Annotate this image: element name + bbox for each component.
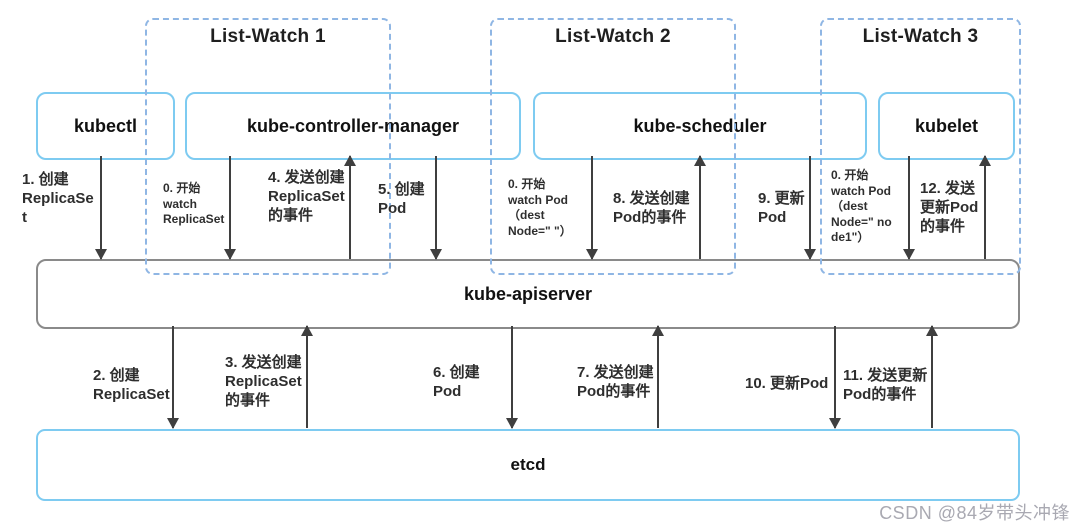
arrow-step6-create-pod [511,326,513,428]
arrow-step5-create-pod [435,156,437,259]
label-step0-watch-pod-kubelet: 0. 开始 watch Pod （dest Node=" no de1"） [831,168,892,244]
etcd-label: etcd [510,455,546,474]
arrow-step0-watch-pod-scheduler [591,156,593,259]
arrow-step3-send-replicaset-event [306,326,308,428]
arrow-step7-send-pod-event [657,326,659,428]
arrow-step0-watch-replicaset [229,156,231,259]
label-step6: 6. 创建 Pod [433,364,480,400]
label-step9: 9. 更新 Pod [758,190,805,226]
arrow-step9-update-pod [809,156,811,259]
label-step4: 4. 发送创建 ReplicaSet 的事件 [268,169,345,224]
label-step11: 11. 发送更新 Pod的事件 [843,367,928,403]
etcd-node: etcd [36,429,1020,501]
label-step5: 5. 创建 Pod [378,181,425,217]
csdn-watermark: CSDN @84岁带头冲锋 [879,503,1070,523]
arrow-step8-send-pod-event [699,156,701,259]
kube-controller-manager-label: kube-controller-manager [246,115,460,136]
kube-scheduler-node: kube-scheduler [533,92,867,160]
label-step12: 12. 发送 更新Pod 的事件 [920,180,979,235]
label-step8: 8. 发送创建 Pod的事件 [613,190,690,226]
kube-scheduler-label: kube-scheduler [633,115,767,136]
label-step7: 7. 发送创建 Pod的事件 [577,364,654,400]
arrow-step1-create-replicaset [100,156,102,259]
kubectl-node: kubectl [36,92,175,160]
arrow-step4-send-replicaset-event [349,156,351,259]
kube-apiserver-label: kube-apiserver [463,283,593,304]
label-step1: 1. 创建 ReplicaSe t [22,171,94,226]
list-watch-2-title: List-Watch 2 [555,26,671,47]
label-step2: 2. 创建 ReplicaSet [93,367,170,403]
kubelet-node: kubelet [878,92,1015,160]
list-watch-3-title: List-Watch 3 [862,26,979,47]
label-step10: 10. 更新Pod [745,375,829,392]
label-step0-watch-replicaset: 0. 开始 watch ReplicaSet [163,181,225,226]
arrow-step11-send-update-pod-event [931,326,933,428]
kube-apiserver-node: kube-apiserver [36,259,1020,329]
label-step0-watch-pod-scheduler: 0. 开始 watch Pod （dest Node=" "） [508,177,572,238]
list-watch-1-title: List-Watch 1 [210,26,326,47]
arrow-step10-update-pod [834,326,836,428]
arrow-step2-create-replicaset [172,326,174,428]
label-step3: 3. 发送创建 ReplicaSet 的事件 [225,354,302,409]
arrow-step0-watch-pod-kubelet [908,156,910,259]
kubelet-label: kubelet [914,115,979,136]
kube-controller-manager-node: kube-controller-manager [185,92,521,160]
kubectl-label: kubectl [73,115,138,136]
arrow-step12-send-update-pod-event [984,156,986,259]
